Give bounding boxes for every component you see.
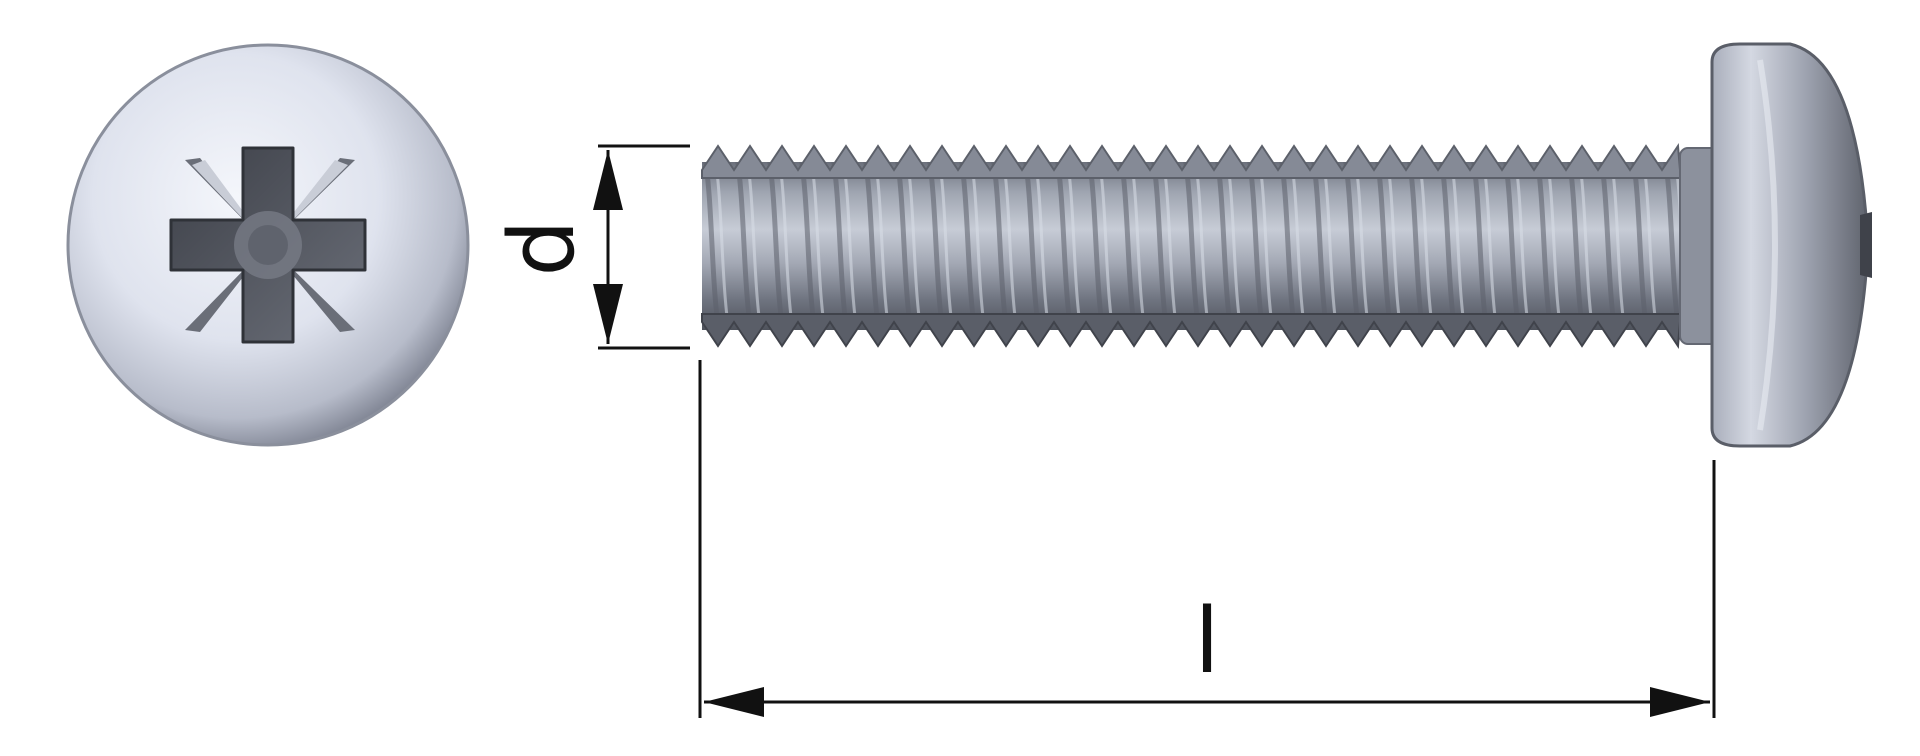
diameter-label: d <box>490 219 595 276</box>
thread-teeth-top <box>701 143 1681 179</box>
thread-teeth-bottom <box>701 313 1681 349</box>
head-side-view <box>1710 42 1872 448</box>
head-top-view <box>66 43 470 447</box>
threaded-shank <box>701 143 1721 349</box>
pozidriv-recess-icon <box>169 146 367 344</box>
diameter-dimension: d <box>490 144 690 350</box>
length-label: l <box>1194 589 1219 694</box>
length-dimension: l <box>698 360 1716 718</box>
